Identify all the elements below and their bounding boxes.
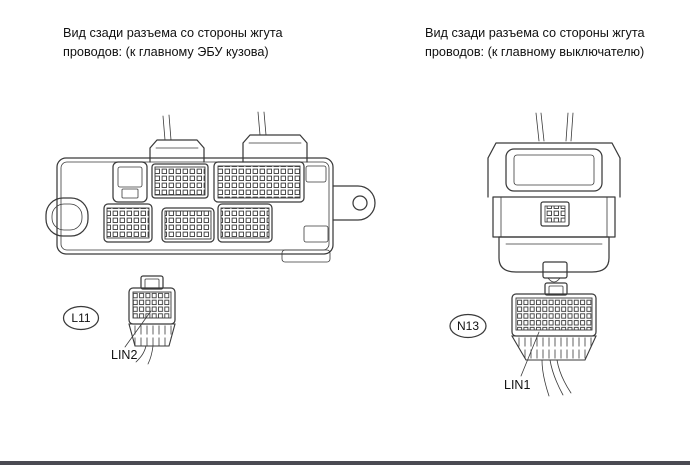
- pin-grid-d: [161, 207, 215, 243]
- bottom-edge-bar: [0, 461, 690, 465]
- wire-skirt: [128, 323, 176, 347]
- bottom-foot: [281, 249, 331, 263]
- lin2-pin-label: LIN2: [111, 348, 137, 362]
- middle-small-connector: [540, 201, 570, 227]
- lower-notch: [547, 277, 561, 283]
- pin-grid-c: [103, 203, 153, 243]
- left-top-cap-2: [242, 134, 308, 163]
- right-diagram-caption: Вид сзади разъема со стороны жгута прово…: [425, 26, 645, 59]
- upper-housing: [487, 142, 621, 198]
- mounting-hole: [352, 195, 368, 211]
- left-capsule-connector: [45, 197, 89, 237]
- lin1-leader-line: [520, 331, 540, 377]
- pin-grid-b: [213, 161, 305, 203]
- lower-center-tab: [542, 261, 568, 279]
- pin-grid-e: [217, 203, 273, 243]
- upper-inner-frame: [505, 148, 603, 192]
- lock-tab: [140, 275, 164, 290]
- right-main-connector-drawing: [487, 112, 621, 283]
- right-connector-id-text: N13: [457, 319, 479, 333]
- left-sub-connector-drawing: [124, 275, 176, 365]
- sub-pin-grid: [132, 291, 172, 319]
- side-detail-2: [303, 225, 329, 243]
- sub-wire-lines: [135, 345, 154, 365]
- sub-wire-lines: [541, 359, 572, 397]
- left-connector-id-text: L11: [71, 311, 90, 325]
- lin2-leader-line: [124, 310, 152, 348]
- right-connector-id-badge: N13: [449, 313, 487, 339]
- sub-pin-grid: [515, 297, 593, 331]
- left-top-cap-1: [149, 139, 205, 163]
- wire-skirt: [511, 335, 597, 361]
- side-detail-1: [305, 165, 327, 183]
- left-connector-id-badge: L11: [62, 305, 100, 331]
- lower-section: [498, 236, 610, 273]
- lock-tab: [544, 282, 568, 296]
- inner-connector-tl: [112, 161, 148, 203]
- right-harness-wire-lines: [535, 112, 574, 142]
- left-main-connector-drawing: [45, 111, 376, 263]
- right-sub-connector-drawing: [511, 282, 597, 397]
- pin-grid-a: [151, 163, 209, 199]
- left-diagram-caption: Вид сзади разъема со стороны жгута прово…: [63, 26, 283, 59]
- mounting-tab: [332, 185, 376, 221]
- lin1-pin-label: LIN1: [504, 378, 530, 392]
- left-harness-wire-lines: [162, 111, 267, 141]
